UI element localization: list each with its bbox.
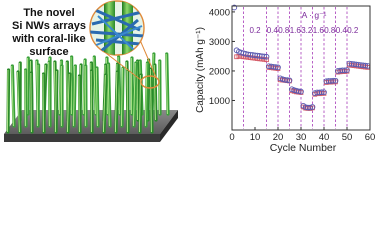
nanowire-highlight [150, 68, 152, 133]
x-tick-label: 60 [365, 132, 376, 143]
nanowire [102, 73, 108, 134]
nanowire [95, 66, 100, 128]
data-point-circle [341, 67, 348, 74]
nanowire-highlight [132, 62, 136, 127]
data-point-circle [284, 77, 291, 83]
x-tick-label: 50 [342, 132, 353, 143]
nanowire-highlight [78, 75, 80, 133]
nanowire [36, 63, 41, 128]
data-point-circle [318, 89, 325, 96]
data-point-circle [295, 88, 302, 95]
data-point-circle [275, 64, 281, 71]
data-point-circle [309, 104, 316, 110]
data-point-circle [344, 67, 350, 73]
nanowire [120, 66, 125, 128]
nanowire-forest [6, 52, 170, 134]
nanowire [54, 69, 59, 134]
nanowire-highlight [120, 67, 123, 127]
rate-capability-chart: Capacity (mAh g⁻¹) Cycle Number A · g⁻¹ … [190, 0, 377, 155]
data-point-circle [362, 62, 369, 69]
x-tick-label: 30 [296, 132, 307, 143]
x-tick-label: 10 [250, 132, 261, 143]
nanowire-highlight [107, 63, 110, 127]
x-tick-label: 40 [319, 132, 330, 143]
nanowire-highlight [6, 69, 9, 133]
data-point-circle [261, 53, 268, 60]
x-tick-label: 0 [229, 132, 234, 143]
nanowire [72, 64, 77, 128]
nanowire-highlight [48, 61, 50, 127]
nanowire-highlight [54, 70, 57, 133]
rate-label: 0.4 [336, 26, 348, 35]
nanowire [77, 74, 82, 134]
nanowire [29, 71, 34, 134]
nanowire [165, 52, 170, 116]
caption-line: The novel [23, 7, 75, 19]
rate-label: 0.8 [324, 26, 336, 35]
rate-label: 0.8 [278, 26, 290, 35]
nanowire [16, 70, 22, 134]
illustration-caption: The novel Si NWs arrays with coral-like … [3, 7, 95, 59]
zoom-region-marker [140, 75, 160, 89]
rate-label: 1.6 [290, 26, 302, 35]
rate-label: 3.2 [301, 26, 313, 35]
nanowire [114, 70, 120, 134]
data-point-circle [263, 53, 270, 60]
rate-label: 0.2 [249, 26, 261, 35]
nanowire-highlight [66, 73, 70, 133]
nanowire [47, 60, 52, 128]
nanowire-highlight [165, 53, 168, 115]
nanowire [132, 61, 138, 128]
y-axis-label: Capacity (mAh g⁻¹) [195, 27, 206, 113]
nanowire [10, 64, 16, 128]
substrate-side [160, 110, 178, 142]
x-axis-label: Cycle Number [270, 142, 337, 154]
data-point-circle [298, 88, 304, 95]
zoom-line-right [139, 39, 157, 78]
nanowire [92, 55, 98, 116]
nanowire-highlight [30, 72, 32, 133]
nanowire-highlight [72, 65, 76, 127]
data-point-circle [330, 77, 337, 84]
caption-line: surface [29, 46, 69, 58]
data-point-circle [321, 89, 327, 96]
y-tick-label: 4000 [209, 7, 230, 18]
data-point-circle [286, 77, 293, 84]
nanowire [144, 61, 150, 128]
caption-line: Si NWs arrays [12, 20, 86, 32]
nanowire-array-drawing [4, 0, 178, 142]
caption-line: with coral-like [12, 33, 86, 45]
x-tick-label: 20 [273, 132, 284, 143]
nanowire [106, 62, 112, 128]
rate-label: 1.6 [313, 26, 325, 35]
nanowire-highlight [17, 71, 20, 133]
nanowire-illustration: The novel Si NWs arrays with coral-like … [0, 0, 190, 155]
nanowire [6, 68, 11, 134]
chart-svg: Capacity (mAh g⁻¹) Cycle Number A · g⁻¹ … [190, 0, 377, 155]
nanowire-highlight [95, 67, 98, 127]
y-tick-label: 2000 [209, 66, 230, 77]
nanowire [149, 67, 154, 134]
data-point-circle [332, 77, 339, 84]
substrate-front [4, 134, 160, 142]
rate-label: 0.4 [267, 26, 279, 35]
nanowire-highlight [144, 62, 148, 127]
nanowire-highlight [114, 71, 118, 133]
y-tick-label: 3000 [209, 37, 230, 48]
data-point-circle [272, 64, 279, 70]
nanowire-highlight [93, 56, 96, 115]
nanowire-highlight [11, 65, 14, 127]
coral-surface-closeup [90, 1, 144, 55]
nanowire-highlight [36, 64, 39, 127]
rate-unit-label: A · g⁻¹ [302, 10, 327, 20]
y-tick-label: 1000 [209, 96, 230, 107]
nanowire [66, 72, 72, 134]
nanowire-highlight [102, 74, 106, 133]
rate-label: 0.2 [347, 26, 359, 35]
nanowire-highlight [138, 74, 142, 133]
data-point-circle [307, 104, 314, 111]
